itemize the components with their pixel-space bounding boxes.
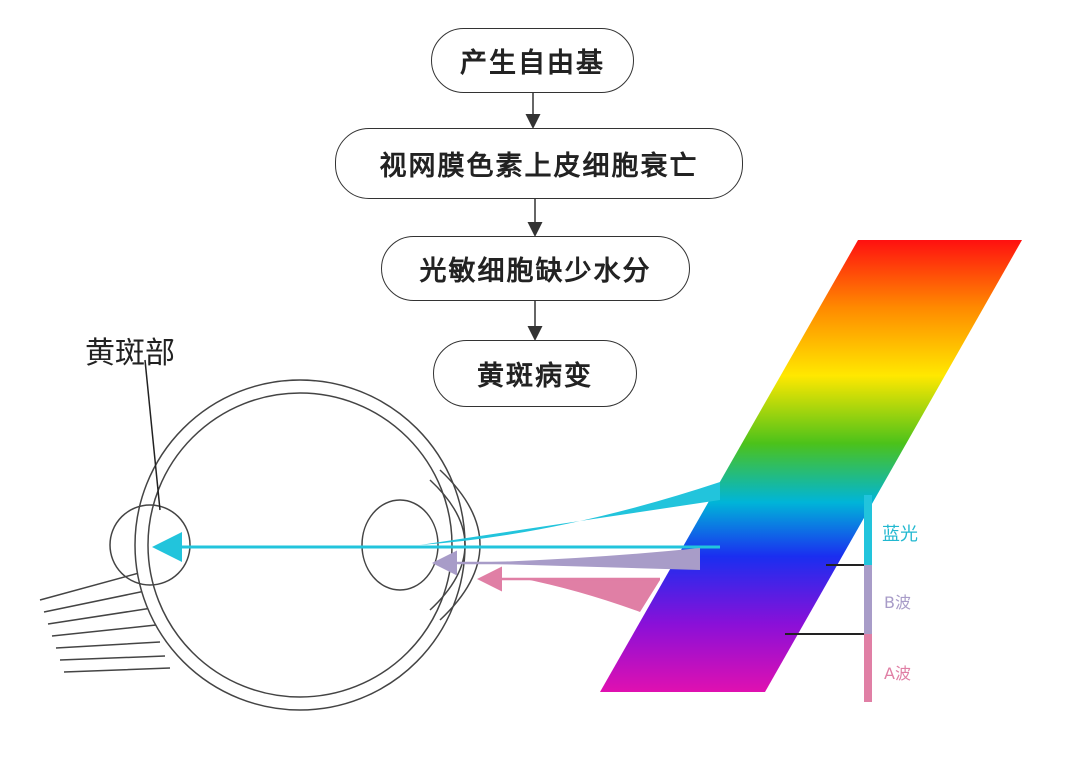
macula-label: 黄斑部: [85, 336, 175, 371]
blue-light-bar: [864, 495, 872, 565]
flow-step-3: 光敏细胞缺少水分: [381, 236, 690, 301]
flow-step-1: 产生自由基: [431, 28, 634, 93]
b-wave-label: B波: [884, 593, 911, 612]
blue-light-label: 蓝光: [882, 524, 918, 545]
light-spectrum: [600, 240, 1022, 692]
a-wave-bar: [864, 634, 872, 702]
b-wave-bar: [864, 565, 872, 634]
a-wave-label: A波: [884, 664, 911, 683]
b-wave-beam: [460, 548, 700, 570]
a-wave-beam: [520, 578, 660, 612]
flow-step-2: 视网膜色素上皮细胞衰亡: [335, 128, 743, 199]
flow-arrows: [525, 93, 543, 341]
eyeball: [39, 359, 481, 711]
flow-step-4: 黄斑病变: [433, 340, 637, 407]
